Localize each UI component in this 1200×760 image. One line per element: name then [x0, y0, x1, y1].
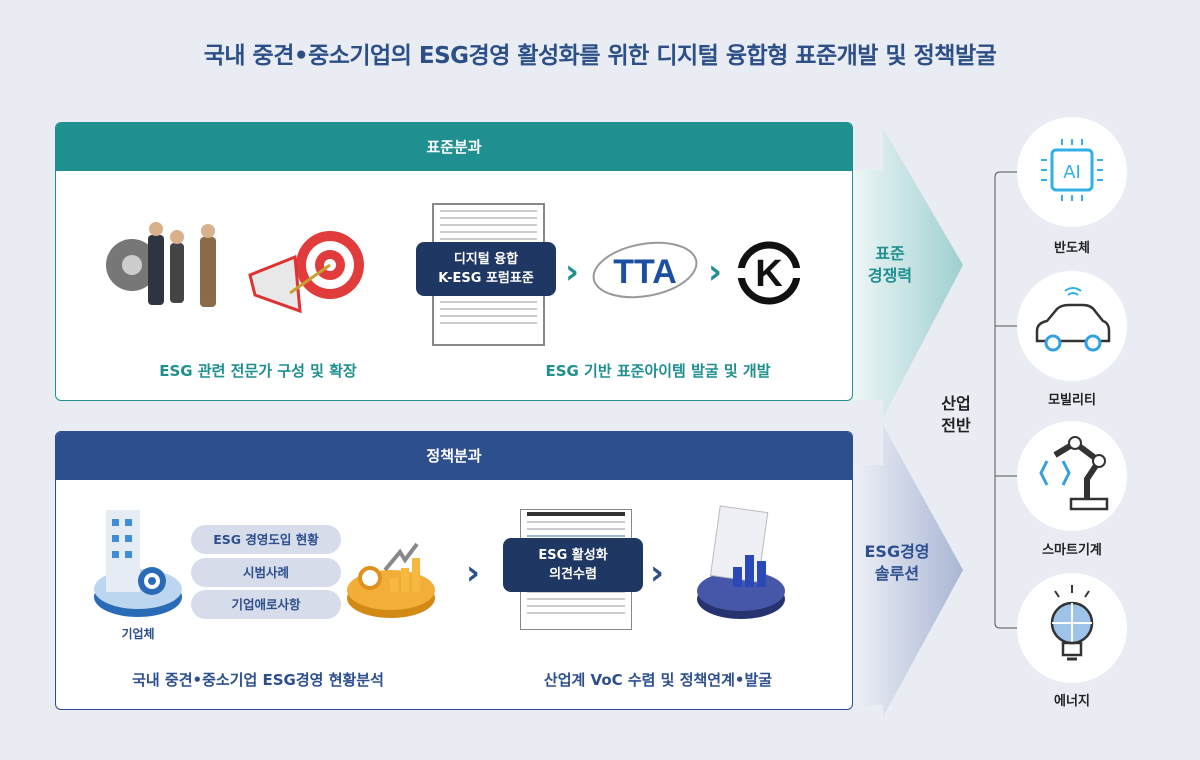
- megaphone-icon: [248, 254, 302, 314]
- connected-car-icon: [1035, 287, 1111, 352]
- chevron-right-icon: ›: [565, 252, 580, 292]
- mobility-circle: [1017, 271, 1127, 381]
- bracket-connector: [994, 171, 1018, 629]
- policy-header: 정책분과: [56, 432, 852, 480]
- semiconductor-circle: AI: [1017, 117, 1127, 227]
- company-building-icon: [94, 510, 182, 617]
- lightbulb-puzzle-icon: [1050, 585, 1094, 661]
- chevron-right-icon: ›: [466, 553, 481, 593]
- svg-text:AI: AI: [1063, 162, 1081, 183]
- report-bars-icon: [697, 505, 785, 619]
- chevron-right-icon: ›: [650, 553, 665, 593]
- industry-label-smart-machine: 스마트기계: [1042, 543, 1102, 558]
- energy-circle: [1017, 573, 1127, 683]
- flow-arrows: [853, 128, 963, 717]
- policy-arrow: [853, 425, 963, 717]
- pill-esg-status: ESG 경영도입 현황: [191, 525, 341, 554]
- standard-header: 표준분과: [56, 123, 852, 171]
- standard-caption-left: ESG 관련 전문가 구성 및 확장: [159, 362, 357, 380]
- tta-logo: TTA: [592, 241, 698, 299]
- standard-arrow: [853, 128, 963, 418]
- company-label: 기업체: [121, 627, 155, 641]
- policy-caption-left: 국내 중견•중소기업 ESG경영 현황분석: [132, 671, 384, 689]
- policy-caption-right: 산업계 VoC 수렴 및 정책연계•발굴: [543, 671, 773, 689]
- standard-caption-right: ESG 기반 표준아이템 발굴 및 개발: [545, 362, 771, 380]
- page-title: 국내 중견•중소기업의 ESG경영 활성화를 위한 디지털 융합형 표준개발 및…: [203, 43, 997, 69]
- industry-label-mobility: 모빌리티: [1048, 393, 1096, 408]
- smart-machine-circle: [1017, 421, 1127, 531]
- experts-target-illustration: [106, 222, 364, 314]
- svg-text:K: K: [755, 253, 783, 295]
- ai-chip-icon: AI: [1041, 139, 1103, 201]
- kc-mark-logo: K: [733, 241, 805, 305]
- robot-arm-icon: [1039, 436, 1109, 511]
- pill-pilot-cases: 시범사례: [191, 558, 341, 587]
- chevron-right-icon: ›: [708, 252, 723, 292]
- industry-label-semiconductor: 반도체: [1054, 241, 1090, 256]
- industry-label-energy: 에너지: [1054, 694, 1090, 709]
- growth-chart-icon: [347, 542, 435, 618]
- svg-text:TTA: TTA: [613, 253, 677, 291]
- pill-difficulties: 기업애로사항: [191, 590, 341, 619]
